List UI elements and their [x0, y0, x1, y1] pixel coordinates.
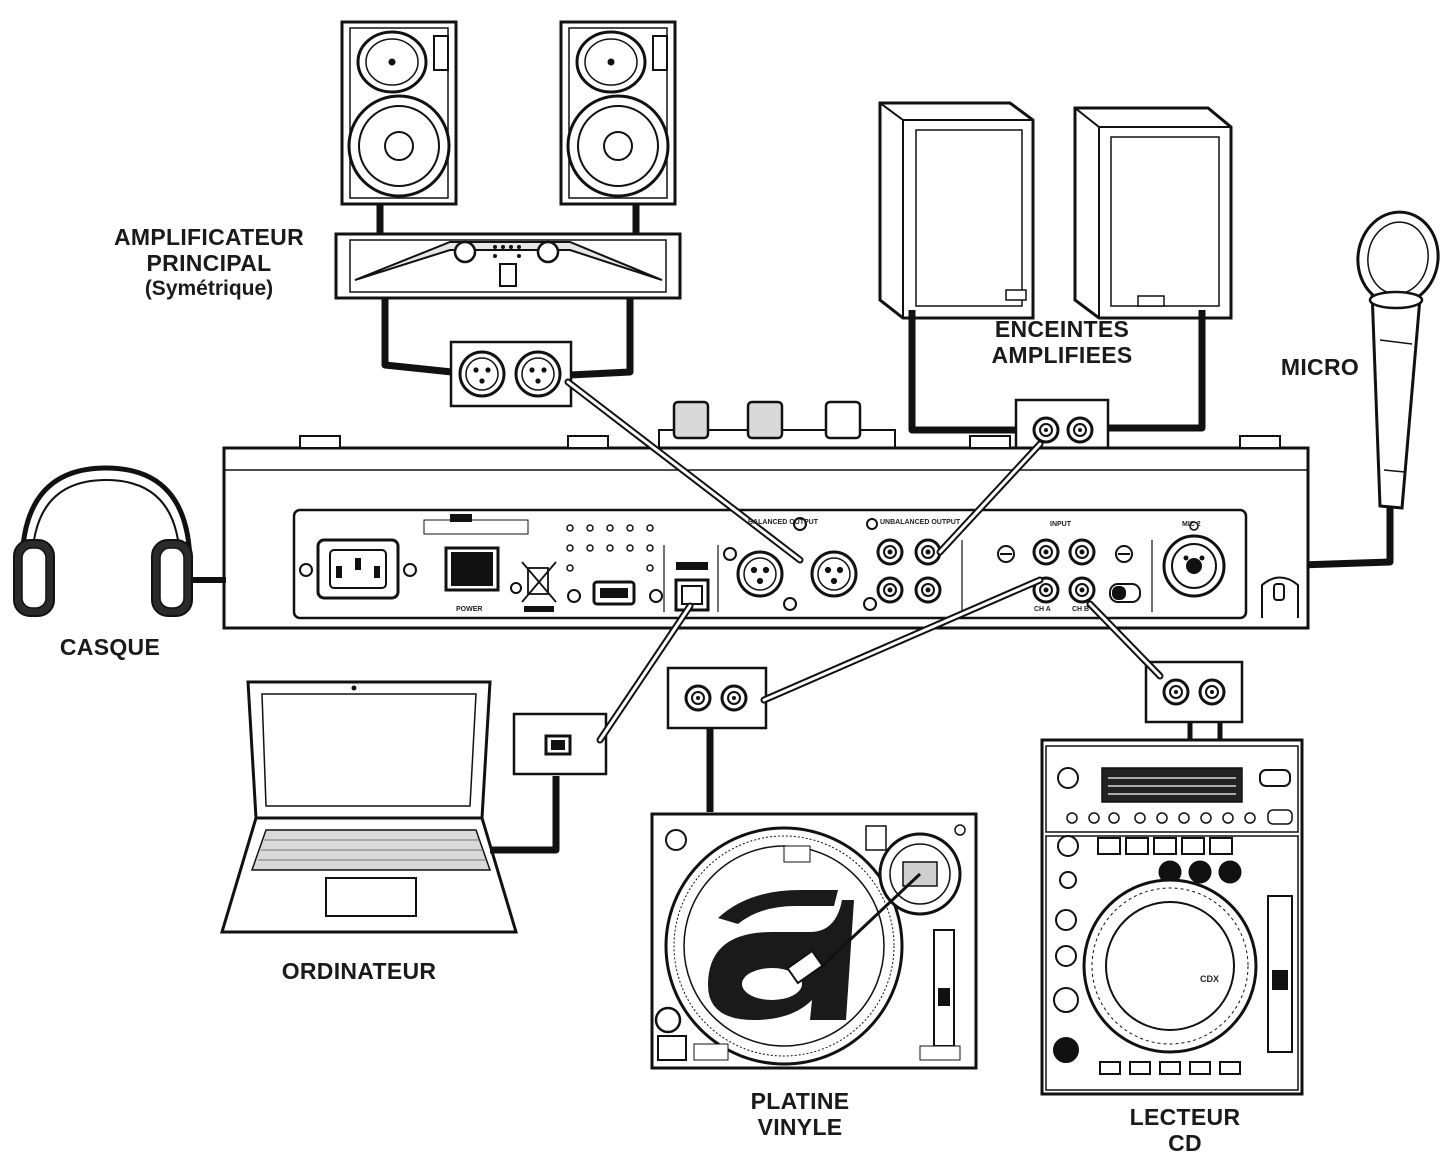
- micro-label: MICRO: [1280, 354, 1360, 380]
- turntable-label-line1: PLATINE: [750, 1088, 850, 1114]
- powered-speaker-right: [1073, 106, 1233, 320]
- balanced-output-label: BALANCED OUTPUT: [748, 519, 818, 526]
- mixer-top-knobs: [658, 400, 896, 449]
- powered-speakers-label-line1: ENCEINTES: [994, 316, 1130, 342]
- mixer: [222, 400, 1310, 630]
- ch-a-label: CH A: [1034, 606, 1051, 613]
- laptop-usb-cable: [490, 776, 560, 854]
- amplifier-cables: [381, 298, 634, 379]
- ch-b-label: CH B: [1072, 606, 1090, 613]
- powered-speakers-label-line2: AMPLIFIEES: [991, 342, 1133, 369]
- cd-player-label-line2: CD: [1168, 1130, 1202, 1157]
- passive-speaker-right: [559, 20, 677, 206]
- rca-box-turntable: [666, 666, 768, 730]
- laptop: [219, 680, 519, 934]
- power-amplifier: [334, 232, 682, 300]
- powered-speakers-label: ENCEINTES AMPLIFIEES: [972, 316, 1152, 369]
- headphones-label: CASQUE: [59, 634, 161, 660]
- turntable: [650, 812, 978, 1070]
- speaker-cables: [376, 204, 640, 236]
- usb-connector-box: [512, 712, 608, 776]
- amplifier-label-line2: PRINCIPAL: [146, 250, 272, 277]
- turntable-label-line2: VINYLE: [757, 1114, 843, 1141]
- cd-player-brand-label: CDX: [1200, 974, 1220, 984]
- rca-box-cd-player: [1144, 660, 1244, 724]
- ventilation-dots: [566, 524, 654, 572]
- powered-speaker-left: [878, 101, 1035, 320]
- passive-speaker-left: [340, 20, 458, 206]
- xlr-connector-box: [449, 340, 573, 408]
- computer-label: ORDINATEUR: [281, 958, 437, 984]
- unbalanced-output-label: UNBALANCED OUTPUT: [880, 519, 961, 526]
- cd-player-label-line1: LECTEUR: [1129, 1104, 1241, 1130]
- microphone: [1356, 210, 1440, 510]
- cd-player: [1040, 738, 1304, 1096]
- amplifier-label: AMPLIFICATEUR PRINCIPAL (Symétrique): [96, 224, 322, 301]
- connection-lines: [564, 378, 1164, 744]
- input-label: INPUT: [1050, 521, 1071, 528]
- cd-player-label: LECTEUR CD: [1110, 1104, 1260, 1157]
- turntable-slipmat-logo: [708, 890, 854, 1020]
- powered-speaker-cables: [908, 310, 1206, 434]
- turntable-label: PLATINE VINYLE: [730, 1088, 870, 1141]
- power-label: POWER: [456, 606, 483, 613]
- weee-symbol: [521, 561, 557, 612]
- headphones: [13, 465, 193, 617]
- amplifier-label-line3: (Symétrique): [144, 276, 274, 300]
- amplifier-label-line1: AMPLIFICATEUR: [113, 224, 304, 250]
- mic2-label: MIC 2: [1182, 521, 1201, 528]
